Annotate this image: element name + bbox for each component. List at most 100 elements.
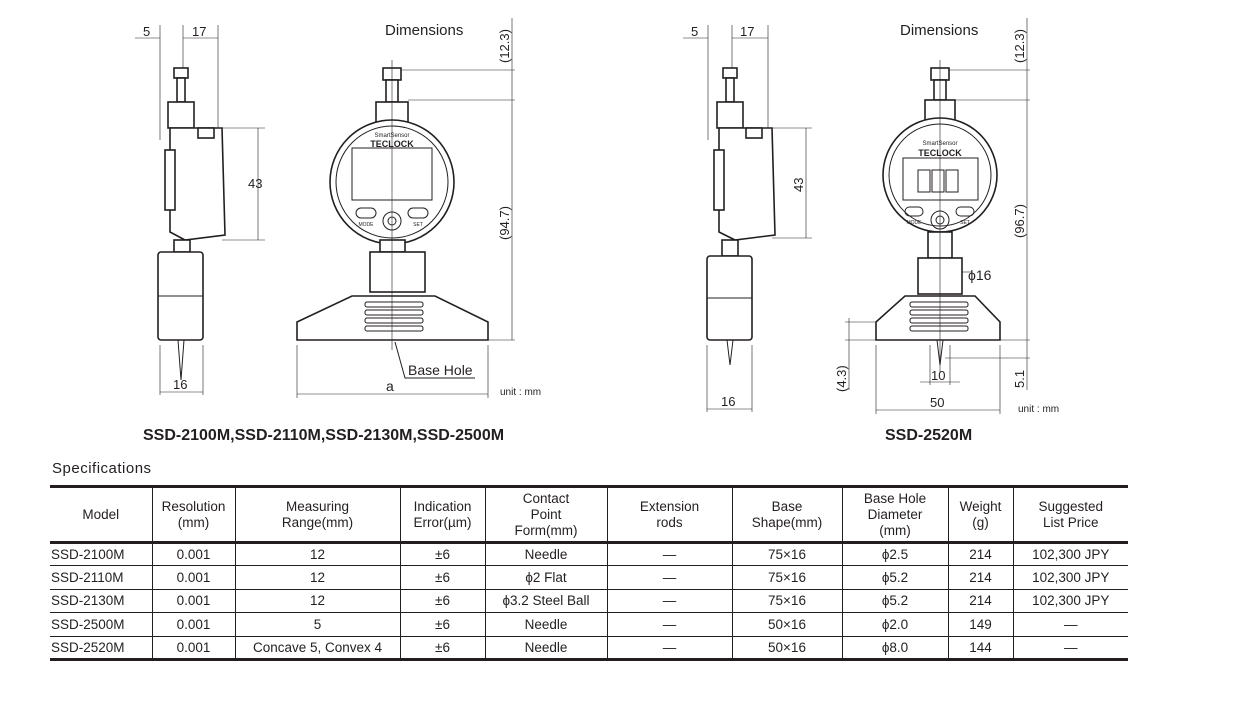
- column-header: Model: [50, 486, 153, 543]
- table-cell: —: [607, 612, 733, 637]
- table-cell: —: [607, 565, 733, 590]
- table-cell: 0.001: [152, 565, 236, 590]
- table-cell: ϕ5.2: [842, 589, 949, 613]
- table-cell: ϕ3.2 Steel Ball: [485, 589, 608, 613]
- dim-16: 16: [173, 377, 187, 392]
- dim-10: 10: [931, 368, 945, 383]
- dim-43: 43: [248, 176, 262, 191]
- table-cell: 12: [235, 589, 401, 613]
- dim-16: 16: [721, 394, 735, 409]
- column-header-text: Error(µm): [413, 514, 472, 530]
- set-label: SET: [960, 220, 970, 226]
- table-cell: ±6: [400, 565, 486, 590]
- table-cell: —: [607, 636, 733, 660]
- table-cell: ±6: [400, 589, 486, 613]
- set-label: SET: [413, 222, 423, 228]
- table-cell: 75×16: [732, 589, 843, 613]
- column-header-text: Base: [771, 498, 803, 514]
- column-header-text: Weight: [959, 498, 1002, 514]
- column-header-text: rods: [656, 514, 683, 530]
- table-cell: 102,300 JPY: [1032, 547, 1110, 563]
- drawing-title-left: SSD-2100M,SSD-2110M,SSD-2130M,SSD-2500M: [143, 427, 505, 444]
- column-header-text: Point: [530, 506, 562, 522]
- dim-17: 17: [740, 24, 754, 39]
- table-cell: Needle: [485, 612, 608, 637]
- table-cell: —: [1064, 616, 1078, 632]
- dim-phi16: ϕ16: [968, 267, 992, 283]
- dim-17: 17: [192, 24, 206, 39]
- drawing-ssd-2520m: Dimensions 5 17 43 16: [683, 18, 1059, 415]
- base-hole-label: Base Hole: [408, 362, 473, 378]
- dimension-drawings: Dimensions 5 17 43 16: [135, 18, 1059, 415]
- table-cell: ϕ8.0: [842, 636, 949, 660]
- dim-12-3: (12.3): [1012, 29, 1027, 63]
- column-header-text: Measuring: [285, 498, 350, 514]
- column-header-text: Suggested: [1038, 498, 1104, 514]
- column-header-text: Range(mm): [281, 514, 354, 530]
- table-cell: ϕ2.0: [842, 612, 949, 637]
- table-cell: 5: [235, 612, 401, 637]
- table-cell: —: [607, 542, 733, 566]
- table-cell: Concave 5, Convex 4: [235, 636, 401, 660]
- table-cell: 12: [235, 565, 401, 590]
- column-header-text: Contact: [522, 490, 570, 506]
- column-header-text: Form(mm): [514, 522, 578, 538]
- table-cell: Needle: [485, 636, 608, 660]
- table-cell: 0.001: [152, 636, 236, 660]
- dim-43: 43: [791, 178, 806, 192]
- dim-total-height: (94.7): [497, 206, 512, 240]
- unit-label: unit : mm: [1018, 404, 1059, 415]
- column-header-text: Model: [82, 506, 120, 522]
- column-header-text: Base Hole: [863, 490, 927, 506]
- dim-4-3: (4.3): [834, 365, 849, 392]
- table-cell: Needle: [485, 542, 608, 566]
- table-cell: 0.001: [152, 589, 236, 613]
- table-cell: ϕ2 Flat: [485, 565, 608, 590]
- dim-50: 50: [930, 395, 944, 410]
- column-header-text: Shape(mm): [751, 514, 823, 530]
- table-cell: 75×16: [732, 565, 843, 590]
- column-header-text: (g): [972, 514, 989, 530]
- table-cell: 149: [948, 612, 1014, 637]
- mode-label: MODE: [359, 222, 375, 228]
- drawing-ssd-2100m-series: Dimensions 5 17 43 16: [135, 18, 541, 398]
- table-cell: SSD-2500M: [50, 612, 153, 637]
- column-header-text: Diameter: [867, 506, 923, 522]
- column-header-text: Indication: [413, 498, 472, 514]
- column-header-text: (mm): [879, 522, 911, 538]
- dimensions-heading: Dimensions: [385, 22, 463, 39]
- table-cell: 144: [948, 636, 1014, 660]
- table-cell: SSD-2130M: [50, 589, 153, 613]
- column-header-text: List Price: [1042, 514, 1099, 530]
- front-view: SmartSensor TECLOCK MODE SET ϕ16 (12.3) …: [834, 18, 1059, 415]
- dim-5: 5: [691, 24, 698, 39]
- table-cell: ϕ5.2: [842, 565, 949, 590]
- dim-12-3: (12.3): [497, 29, 512, 63]
- column-header: Resolution(mm): [152, 486, 236, 543]
- mode-label: MODE: [907, 220, 923, 226]
- table-cell: ±6: [400, 542, 486, 566]
- table-cell: ±6: [400, 636, 486, 660]
- table-cell: 0.001: [152, 612, 236, 637]
- dim-a: a: [386, 378, 394, 394]
- table-cell: SSD-2100M: [50, 542, 153, 566]
- dim-5: 5: [143, 24, 150, 39]
- dim-5-1: 5.1: [1012, 370, 1027, 388]
- table-cell: 0.001: [152, 542, 236, 566]
- unit-label: unit : mm: [500, 387, 541, 398]
- table-cell: 214: [948, 589, 1014, 613]
- table-cell: SSD-2520M: [50, 636, 153, 660]
- side-view: 5 17 43 16: [135, 24, 265, 395]
- front-view: SmartSensor TECLOCK MODE SET (12.3) (94.…: [296, 18, 541, 398]
